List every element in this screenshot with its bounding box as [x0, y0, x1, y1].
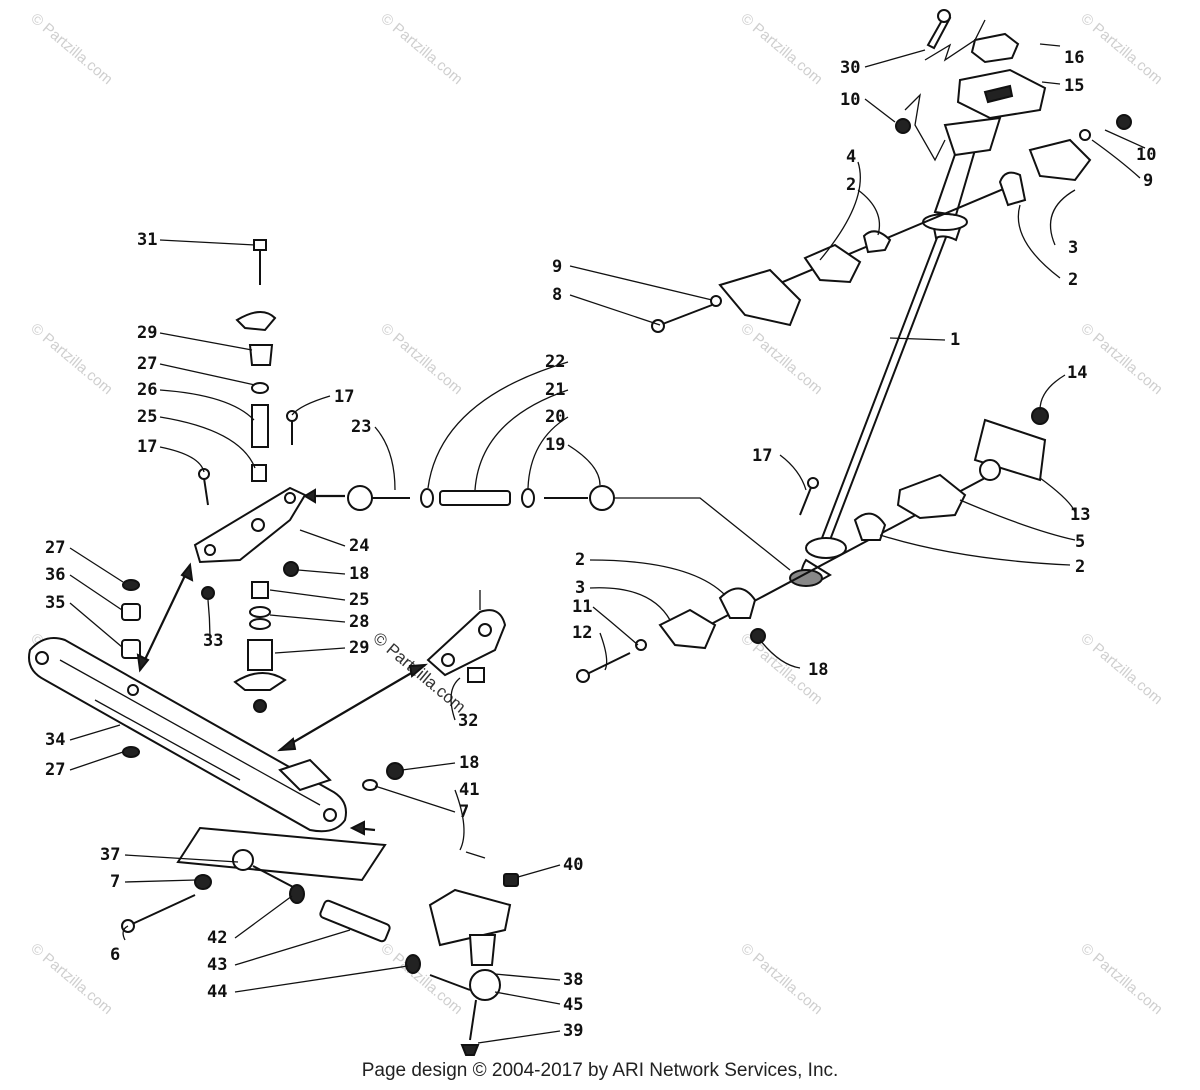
callout-40: 40	[563, 855, 583, 875]
callout-45: 45	[563, 995, 583, 1015]
nut	[386, 762, 404, 780]
callout-30: 30	[840, 58, 860, 78]
callout-10: 10	[840, 90, 860, 110]
callout-19: 19	[545, 435, 565, 455]
callout-17: 17	[752, 446, 772, 466]
callout-42: 42	[207, 928, 227, 948]
callout-2: 2	[575, 550, 585, 570]
callout-7: 7	[459, 802, 469, 822]
callout-14: 14	[1067, 363, 1087, 383]
bolt	[576, 639, 647, 683]
callout-27: 27	[45, 760, 65, 780]
callout-27: 27	[137, 354, 157, 374]
steering-post	[789, 116, 1002, 587]
callout-4: 4	[846, 147, 856, 167]
callout-23: 23	[351, 417, 371, 437]
watermark: © Partzilla.com	[737, 10, 825, 88]
spindle-stack	[201, 239, 299, 713]
callout-31: 31	[137, 230, 157, 250]
callout-17: 17	[334, 387, 354, 407]
callout-44: 44	[207, 982, 227, 1002]
callout-9: 9	[552, 257, 562, 277]
upper-support-bracket	[718, 114, 1132, 327]
watermark: © Partzilla.com	[1077, 320, 1165, 398]
bolt	[799, 477, 819, 516]
callout-43: 43	[207, 955, 227, 975]
callout-33: 33	[203, 631, 223, 651]
washer	[362, 779, 378, 791]
callout-18: 18	[808, 660, 828, 680]
nut	[895, 118, 911, 134]
callout-38: 38	[563, 970, 583, 990]
callout-labels: 30 16 15 10 10 9 4 2 3 2 9 8 1 14 13 5 2…	[45, 48, 1156, 1041]
watermark: © Partzilla.com	[737, 940, 825, 1018]
callout-13: 13	[1070, 505, 1090, 525]
watermark: © Partzilla.com	[377, 320, 465, 398]
callout-12: 12	[572, 623, 592, 643]
watermark: © Partzilla.com	[1077, 630, 1165, 708]
handlebar-clamp	[956, 32, 1061, 120]
outer-tie-rod	[121, 826, 471, 991]
callout-1: 1	[950, 330, 960, 350]
bushing-stack	[121, 579, 141, 758]
callout-41: 41	[459, 780, 479, 800]
steering-arm	[193, 410, 345, 564]
callout-10: 10	[1136, 145, 1156, 165]
callout-26: 26	[137, 380, 157, 400]
leader-lines	[69, 49, 1146, 1044]
callout-5: 5	[1075, 532, 1085, 552]
callout-20: 20	[545, 407, 565, 427]
callout-25: 25	[349, 590, 369, 610]
callout-3: 3	[1068, 238, 1078, 258]
watermark: © Partzilla.com	[27, 940, 115, 1018]
watermark: © Partzilla.com	[377, 940, 465, 1018]
callout-22: 22	[545, 352, 565, 372]
copyright-footer: Page design © 2004-2017 by ARI Network S…	[361, 1060, 839, 1081]
callout-27: 27	[45, 538, 65, 558]
callout-28: 28	[349, 612, 369, 632]
callout-35: 35	[45, 593, 65, 613]
callout-15: 15	[1064, 76, 1084, 96]
tie-rod	[347, 485, 791, 571]
callout-6: 6	[110, 945, 120, 965]
callout-18: 18	[459, 753, 479, 773]
callout-29: 29	[137, 323, 157, 343]
lower-support-bracket	[658, 407, 1049, 650]
watermark: © Partzilla.com	[737, 320, 825, 398]
callout-32: 32	[458, 711, 478, 731]
callout-3: 3	[575, 578, 585, 598]
watermark: © Partzilla.com	[1077, 940, 1165, 1018]
callout-29: 29	[349, 638, 369, 658]
callout-18: 18	[349, 564, 369, 584]
callout-37: 37	[100, 845, 120, 865]
callout-8: 8	[552, 285, 562, 305]
bolt	[651, 295, 722, 333]
idler-arm	[426, 590, 507, 683]
watermark: © Partzilla.com	[27, 320, 115, 398]
watermark: © Partzilla.com	[27, 10, 115, 88]
callout-36: 36	[45, 565, 65, 585]
callout-34: 34	[45, 730, 65, 750]
watermark: © Partzilla.com	[377, 10, 465, 88]
assembly-arrows	[136, 562, 428, 836]
callout-9: 9	[1143, 171, 1153, 191]
callout-39: 39	[563, 1021, 583, 1041]
spindle-arm	[428, 851, 519, 1056]
tie-bar	[28, 637, 347, 833]
watermark: © Partzilla.com	[1077, 10, 1165, 88]
callout-7: 7	[110, 872, 120, 892]
callout-11: 11	[572, 597, 592, 617]
callout-17: 17	[137, 437, 157, 457]
callout-16: 16	[1064, 48, 1084, 68]
parts-layer	[28, 9, 1132, 1056]
callout-24: 24	[349, 536, 369, 556]
callout-25: 25	[137, 407, 157, 427]
callout-21: 21	[545, 380, 565, 400]
callout-2: 2	[1068, 270, 1078, 290]
callout-2: 2	[846, 175, 856, 195]
callout-2: 2	[1075, 557, 1085, 577]
bolt	[926, 9, 952, 50]
